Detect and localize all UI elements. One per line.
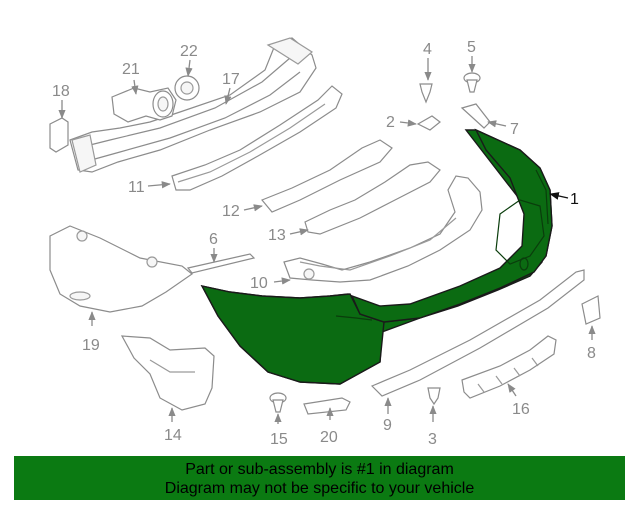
- absorber-12-part: [261, 139, 393, 213]
- clip-3-part: [427, 387, 441, 406]
- callout-18: 18: [52, 83, 70, 100]
- impact-bar-part: [69, 37, 317, 173]
- part-7: [460, 103, 491, 129]
- callout-3: 3: [428, 431, 437, 448]
- diagram-notice-banner: Part or sub-assembly is #1 in diagram Di…: [14, 456, 625, 500]
- callout-14: 14: [164, 427, 182, 444]
- callout-20: 20: [320, 429, 338, 446]
- callout-8: 8: [587, 345, 596, 362]
- callout-22: 22: [180, 43, 198, 60]
- bumper-cover-part-1: [200, 128, 553, 385]
- callout-15: 15: [270, 431, 288, 448]
- callout-11: 11: [128, 179, 145, 196]
- callout-13: 13: [268, 227, 286, 244]
- parts-diagram: 1 2 3 4 5 6 7 8 9 10 11 12 13 14 15 16 1…: [49, 37, 601, 448]
- strip-6-part: [186, 253, 256, 274]
- notice-line-1: Part or sub-assembly is #1 in diagram: [185, 461, 454, 478]
- part-2: [416, 115, 441, 131]
- carrier-10-part: [283, 175, 483, 283]
- callout-4: 4: [423, 41, 432, 58]
- callout-21: 21: [122, 61, 140, 78]
- screw-5-part: [463, 72, 481, 93]
- callout-5: 5: [467, 39, 476, 56]
- cover-19-part: [49, 225, 194, 313]
- diffuser-16-part: [461, 335, 557, 399]
- callout-19: 19: [82, 337, 100, 354]
- trim-9-part: [370, 269, 585, 397]
- part-8: [581, 295, 601, 325]
- grommet-22-part: [174, 75, 200, 101]
- callout-1: 1: [570, 191, 579, 208]
- callout-2: 2: [386, 114, 395, 131]
- notice-line-2: Diagram may not be specific to your vehi…: [164, 480, 475, 497]
- callout-6: 6: [209, 231, 218, 248]
- clip-15-part: [269, 392, 287, 413]
- callout-16: 16: [512, 401, 530, 418]
- callout-17: 17: [222, 71, 240, 88]
- absorber-11-part: [171, 85, 343, 191]
- callout-10: 10: [250, 275, 268, 292]
- plate-18-part: [49, 117, 69, 153]
- reflector-20-part: [303, 397, 351, 415]
- bracket-14-part: [120, 335, 215, 411]
- bracket-21-part: [111, 87, 177, 123]
- callout-9: 9: [383, 417, 392, 434]
- clip-4-part: [419, 83, 433, 104]
- callout-12: 12: [222, 203, 240, 220]
- callout-7: 7: [510, 121, 519, 138]
- bracket-13-part: [304, 161, 441, 235]
